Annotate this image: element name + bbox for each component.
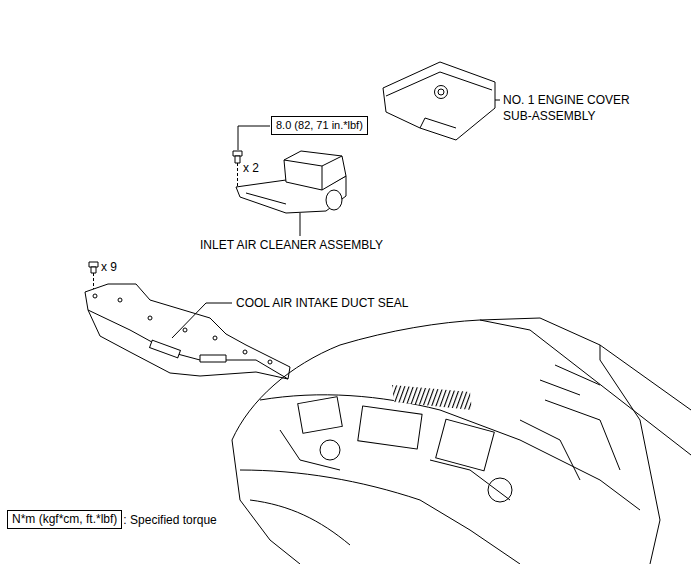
- box-text: 8.0 (82, 71 in.*lbf): [276, 118, 363, 133]
- engine-cover-drawing: [383, 62, 495, 140]
- quantity-label: x 2: [243, 160, 259, 176]
- part-name: COOL AIR INTAKE DUCT SEAL: [236, 295, 409, 311]
- torque-box: 8.0 (82, 71 in.*lbf): [271, 116, 368, 135]
- legend-text: : Specified torque: [123, 512, 216, 528]
- quantity-label: x 9: [101, 259, 117, 275]
- dashed-line: [237, 163, 238, 187]
- legend-torque-box: N*m (kgf*cm, ft.*lbf): [7, 510, 122, 529]
- box-text: N*m (kgf*cm, ft.*lbf): [12, 512, 117, 527]
- leader-line: [238, 126, 270, 150]
- leader-line: [172, 303, 232, 338]
- bolt-symbol: [89, 262, 98, 273]
- part-name: INLET AIR CLEANER ASSEMBLY: [200, 237, 383, 253]
- part-name: NO. 1 ENGINE COVER SUB-ASSEMBLY: [503, 92, 648, 124]
- vehicle-drawing: [232, 318, 691, 564]
- leader-line: [495, 100, 500, 101]
- bolt-symbol: [233, 151, 242, 163]
- air-cleaner-drawing: [236, 151, 346, 236]
